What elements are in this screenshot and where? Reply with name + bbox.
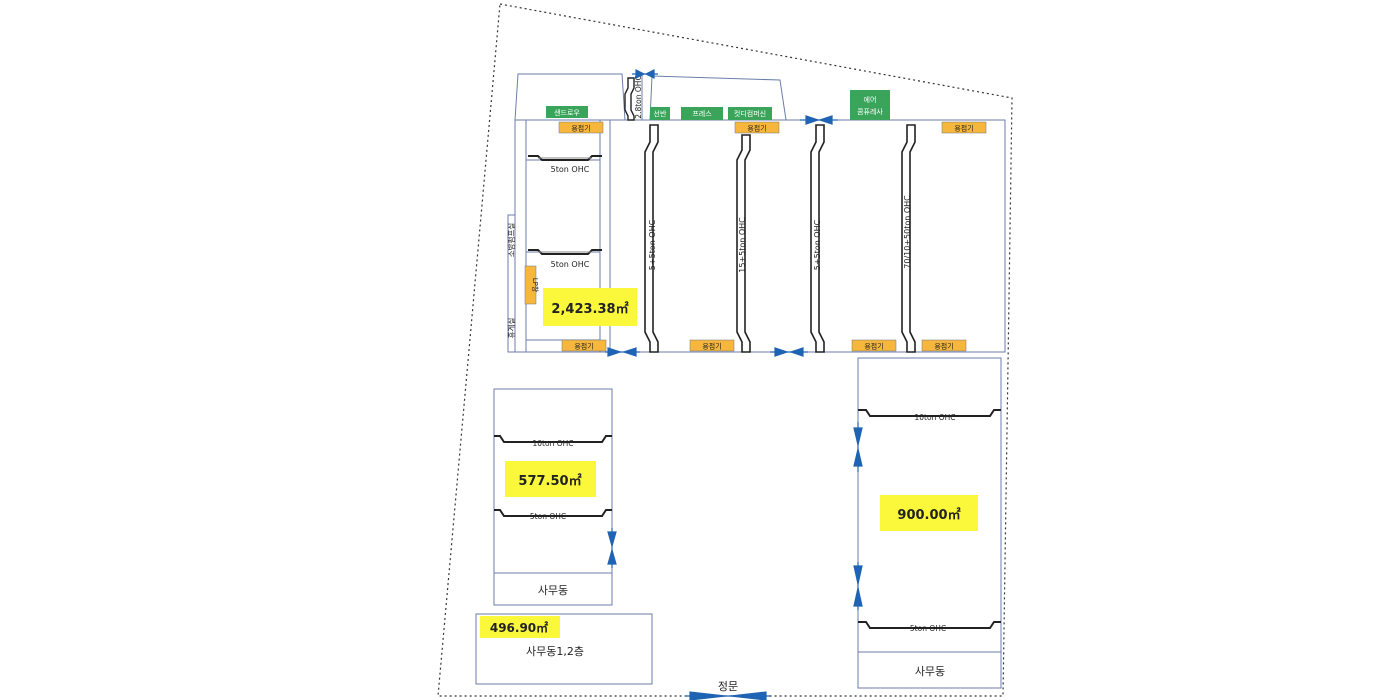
door-arrows-right-bldg [853,422,863,610]
crane-column-d [901,124,916,353]
crane-label: 5+5ton OHC [648,219,657,270]
area-left-building: 577.50㎡ [518,473,581,489]
svg-text:프레스: 프레스 [692,109,712,118]
svg-text:용접기: 용접기 [574,342,593,351]
svg-text:에어: 에어 [864,95,877,104]
welder: 용접기 [561,339,607,352]
svg-text:용접기: 용접기 [864,342,883,351]
svg-text:LP창: LP창 [531,278,539,293]
crane-label: 5ton OHC [530,512,566,521]
svg-text:샌드로우: 샌드로우 [554,108,580,117]
site-boundary [437,3,1013,697]
area-badge-main [543,288,637,326]
area-right-building: 900.00㎡ [897,507,960,523]
right-building [857,357,1002,689]
crane-rail-left-bldg-5ton [494,509,612,517]
crane-label: 5ton OHC [551,260,590,269]
crane-label: 5+5ton OHC [813,219,822,270]
door-arrow-left-bldg [607,528,617,568]
door-arrows-main [605,69,838,357]
room-fire-pump: 소방펌프실 [506,223,516,258]
svg-text:콤퓨레사: 콤퓨레사 [857,107,883,116]
crane-label: 2.8ton OHC [634,75,643,118]
office-annex [475,613,653,685]
left-building [493,388,613,606]
welder: 용접기 [941,121,987,134]
crane-label: 5ton OHC [910,624,946,633]
welder: 용접기 [734,121,780,134]
crane-column-c [810,124,825,353]
equipment-press: 프레스 [681,107,723,120]
area-badge-annex [480,616,560,638]
crane-rail-right-bldg-10ton [858,409,1001,417]
svg-text:용접기: 용접기 [934,342,953,351]
crane-small-top [624,77,635,121]
area-badge-left [505,461,596,497]
crane-label: 5ton OHC [551,165,590,174]
equipment-cutting: 컷디컴퍼신 [728,107,772,120]
crane-label: 10ton OHC [533,439,574,448]
welder: 용접기 [689,339,735,352]
crane-rail-left-bldg-10ton [494,435,612,443]
svg-text:컷디컴퍼신: 컷디컴퍼신 [734,109,766,118]
welder: 용접기 [558,121,604,134]
svg-text:용접기: 용접기 [571,124,590,133]
crane-rail-left-upper [528,155,602,161]
main-gate-arrows [685,691,770,700]
equipment-lathe: 선반 [650,107,670,120]
room-office-right: 사무동 [915,665,945,678]
svg-text:선반: 선반 [654,109,667,118]
crane-label: 70/10+50ton OHC [903,195,912,269]
room-rest: 휴게실 [506,318,516,339]
crane-rail-right-bldg-5ton [858,621,1001,629]
crane-rail-left-lower [528,249,602,255]
room-office-annex: 사무동1,2층 [526,645,584,658]
crane-label: 10ton OHC [915,413,956,422]
equipment-air-compressor: 에어 콤퓨레사 [850,90,890,120]
equipment-sandblast: 샌드로우 [546,106,588,118]
svg-text:용접기: 용접기 [747,124,766,133]
welder-vertical: LP창 [524,265,539,305]
svg-text:용접기: 용접기 [954,124,973,133]
welder: 용접기 [921,339,967,352]
svg-text:용접기: 용접기 [702,342,721,351]
crane-column-a [644,124,659,353]
area-main-hall: 2,423.38㎡ [551,301,628,317]
area-badge-right [880,495,978,531]
welder: 용접기 [851,339,897,352]
crane-label: 15+5ton OHC [738,217,747,273]
room-office-left: 사무동 [538,584,568,597]
crane-column-b [736,134,751,353]
main-gate-label: 정문 [718,680,738,693]
area-office-annex: 496.90㎡ [490,620,548,635]
